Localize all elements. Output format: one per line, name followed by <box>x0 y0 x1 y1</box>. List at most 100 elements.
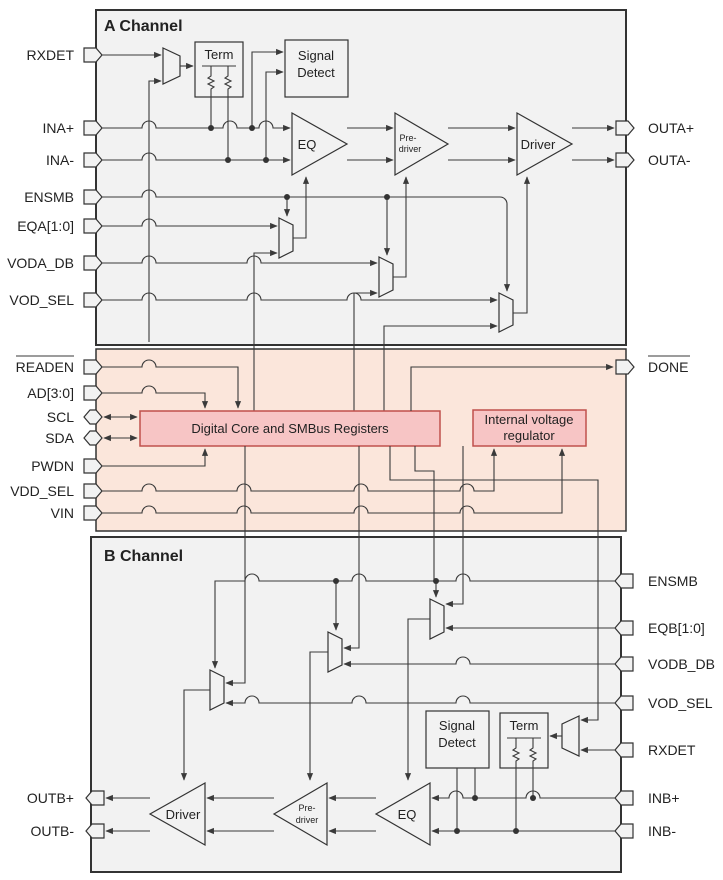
pin-label-outa-minus: OUTA- <box>648 152 691 168</box>
svg-text:driver: driver <box>399 144 422 154</box>
pin-outa-plus <box>615 120 635 136</box>
a-channel-wires <box>102 48 615 411</box>
b-eq-amplifier: EQ <box>374 781 431 847</box>
b-rxdet-mux <box>561 715 580 757</box>
pin-label-inb-minus: INB- <box>648 823 676 839</box>
pin-label-eqb: EQB[1:0] <box>648 620 705 636</box>
svg-text:Pre-: Pre- <box>399 133 416 143</box>
pin-voda-db <box>83 255 103 271</box>
pin-label-ensmb-a: ENSMB <box>24 189 74 205</box>
b-eq-mux <box>429 598 445 640</box>
svg-text:Detect: Detect <box>438 735 476 750</box>
pin-label-ad: AD[3:0] <box>27 385 74 401</box>
svg-text:Driver: Driver <box>521 137 556 152</box>
a-rxdet-mux <box>162 47 181 85</box>
pin-label-outb-minus: OUTB- <box>30 823 74 839</box>
a-signal-detect-block: Signal Detect <box>284 39 349 98</box>
pin-rxdet-b <box>614 742 634 758</box>
b-channel-title: B Channel <box>104 548 183 565</box>
pin-outa-minus <box>615 152 635 168</box>
pin-label-vodb-db: VODB_DB <box>648 656 715 672</box>
pin-vdd-sel <box>83 483 103 499</box>
pin-label-vod-sel-a: VOD_SEL <box>9 292 74 308</box>
pin-label-readen: READEN <box>16 359 74 375</box>
pin-label-outb-plus: OUTB+ <box>27 790 74 806</box>
svg-text:Digital Core and SMBus Registe: Digital Core and SMBus Registers <box>191 421 389 436</box>
pin-vod-sel-b <box>614 695 634 711</box>
b-signal-detect-block: Signal Detect <box>425 710 490 769</box>
pin-vod-sel-a <box>83 292 103 308</box>
pin-label-done: DONE <box>648 359 688 375</box>
pin-label-sda: SDA <box>45 430 74 446</box>
pin-eqa <box>83 218 103 234</box>
core-right-pin: DONE <box>615 355 690 375</box>
pin-vodb-db <box>614 656 634 672</box>
pin-vin <box>83 505 103 521</box>
a-channel-title: A Channel <box>104 18 183 35</box>
svg-text:Internal voltage: Internal voltage <box>485 412 574 427</box>
svg-text:Term: Term <box>205 47 234 62</box>
pin-inb-minus <box>614 823 634 839</box>
pin-label-pwdn: PWDN <box>31 458 74 474</box>
pin-label-ina-plus: INA+ <box>42 120 74 136</box>
pin-ensmb-a <box>83 189 103 205</box>
pin-done <box>615 359 635 375</box>
svg-text:Signal: Signal <box>439 718 475 733</box>
a-channel-right-pins: OUTA+ OUTA- <box>615 120 694 168</box>
a-eq-amplifier: EQ <box>291 111 349 177</box>
svg-text:Driver: Driver <box>166 807 201 822</box>
core-left-pins: READEN AD[3:0] SCL SDA PWDN VDD_SEL VIN <box>10 355 103 521</box>
svg-text:EQ: EQ <box>398 807 417 822</box>
pin-ad <box>83 385 103 401</box>
pin-pwdn <box>83 458 103 474</box>
a-channel-left-pins: RXDET INA+ INA- ENSMB EQA[1:0] VODA_DB V… <box>7 47 103 308</box>
svg-text:Term: Term <box>510 718 539 733</box>
b-channel-wires <box>105 446 615 835</box>
pin-ensmb-b <box>614 573 634 589</box>
svg-text:regulator: regulator <box>503 428 555 443</box>
b-channel-left-pins: OUTB+ OUTB- <box>27 790 105 839</box>
a-term-block: Term <box>194 41 244 98</box>
a-predriver-amplifier: Pre- driver <box>394 111 450 177</box>
a-vodsel-mux <box>498 292 514 333</box>
pin-label-vod-sel-b: VOD_SEL <box>648 695 713 711</box>
pin-label-rxdet-b: RXDET <box>648 742 696 758</box>
pin-outb-minus <box>85 823 105 839</box>
a-voda-mux <box>378 256 394 298</box>
core-wires <box>102 359 614 707</box>
b-vodb-mux <box>327 631 343 673</box>
digital-core-block: Digital Core and SMBus Registers <box>139 410 441 447</box>
svg-text:Detect: Detect <box>297 65 335 80</box>
pin-readen <box>83 359 103 375</box>
b-predriver-amplifier: Pre- driver <box>272 781 328 847</box>
b-term-block: Term <box>499 712 549 769</box>
pin-ina-plus <box>83 120 103 136</box>
pin-label-ina-minus: INA- <box>46 152 74 168</box>
pin-label-rxdet-a: RXDET <box>27 47 75 63</box>
pin-label-voda-db: VODA_DB <box>7 255 74 271</box>
pin-label-vin: VIN <box>51 505 74 521</box>
svg-text:Pre-: Pre- <box>298 803 315 813</box>
svg-text:Signal: Signal <box>298 48 334 63</box>
b-driver-amplifier: Driver <box>148 781 206 847</box>
svg-text:driver: driver <box>296 815 319 825</box>
pin-label-vdd-sel: VDD_SEL <box>10 483 74 499</box>
pin-eqb <box>614 620 634 636</box>
pin-label-inb-plus: INB+ <box>648 790 680 806</box>
pin-sda <box>83 430 103 446</box>
pin-label-outa-plus: OUTA+ <box>648 120 694 136</box>
pin-label-scl: SCL <box>47 409 74 425</box>
b-channel-right-pins: ENSMB EQB[1:0] VODB_DB VOD_SEL RXDET INB… <box>614 573 715 839</box>
b-vodsel-mux <box>209 669 225 711</box>
pin-inb-plus <box>614 790 634 806</box>
svg-text:EQ: EQ <box>298 137 317 152</box>
pin-scl <box>83 409 103 425</box>
a-driver-amplifier: Driver <box>516 111 574 177</box>
pin-label-ensmb-b: ENSMB <box>648 573 698 589</box>
pin-ina-minus <box>83 152 103 168</box>
pin-rxdet-a <box>83 47 103 63</box>
pin-outb-plus <box>85 790 105 806</box>
pin-label-eqa: EQA[1:0] <box>17 218 74 234</box>
internal-voltage-regulator-block: Internal voltage regulator <box>472 409 587 447</box>
